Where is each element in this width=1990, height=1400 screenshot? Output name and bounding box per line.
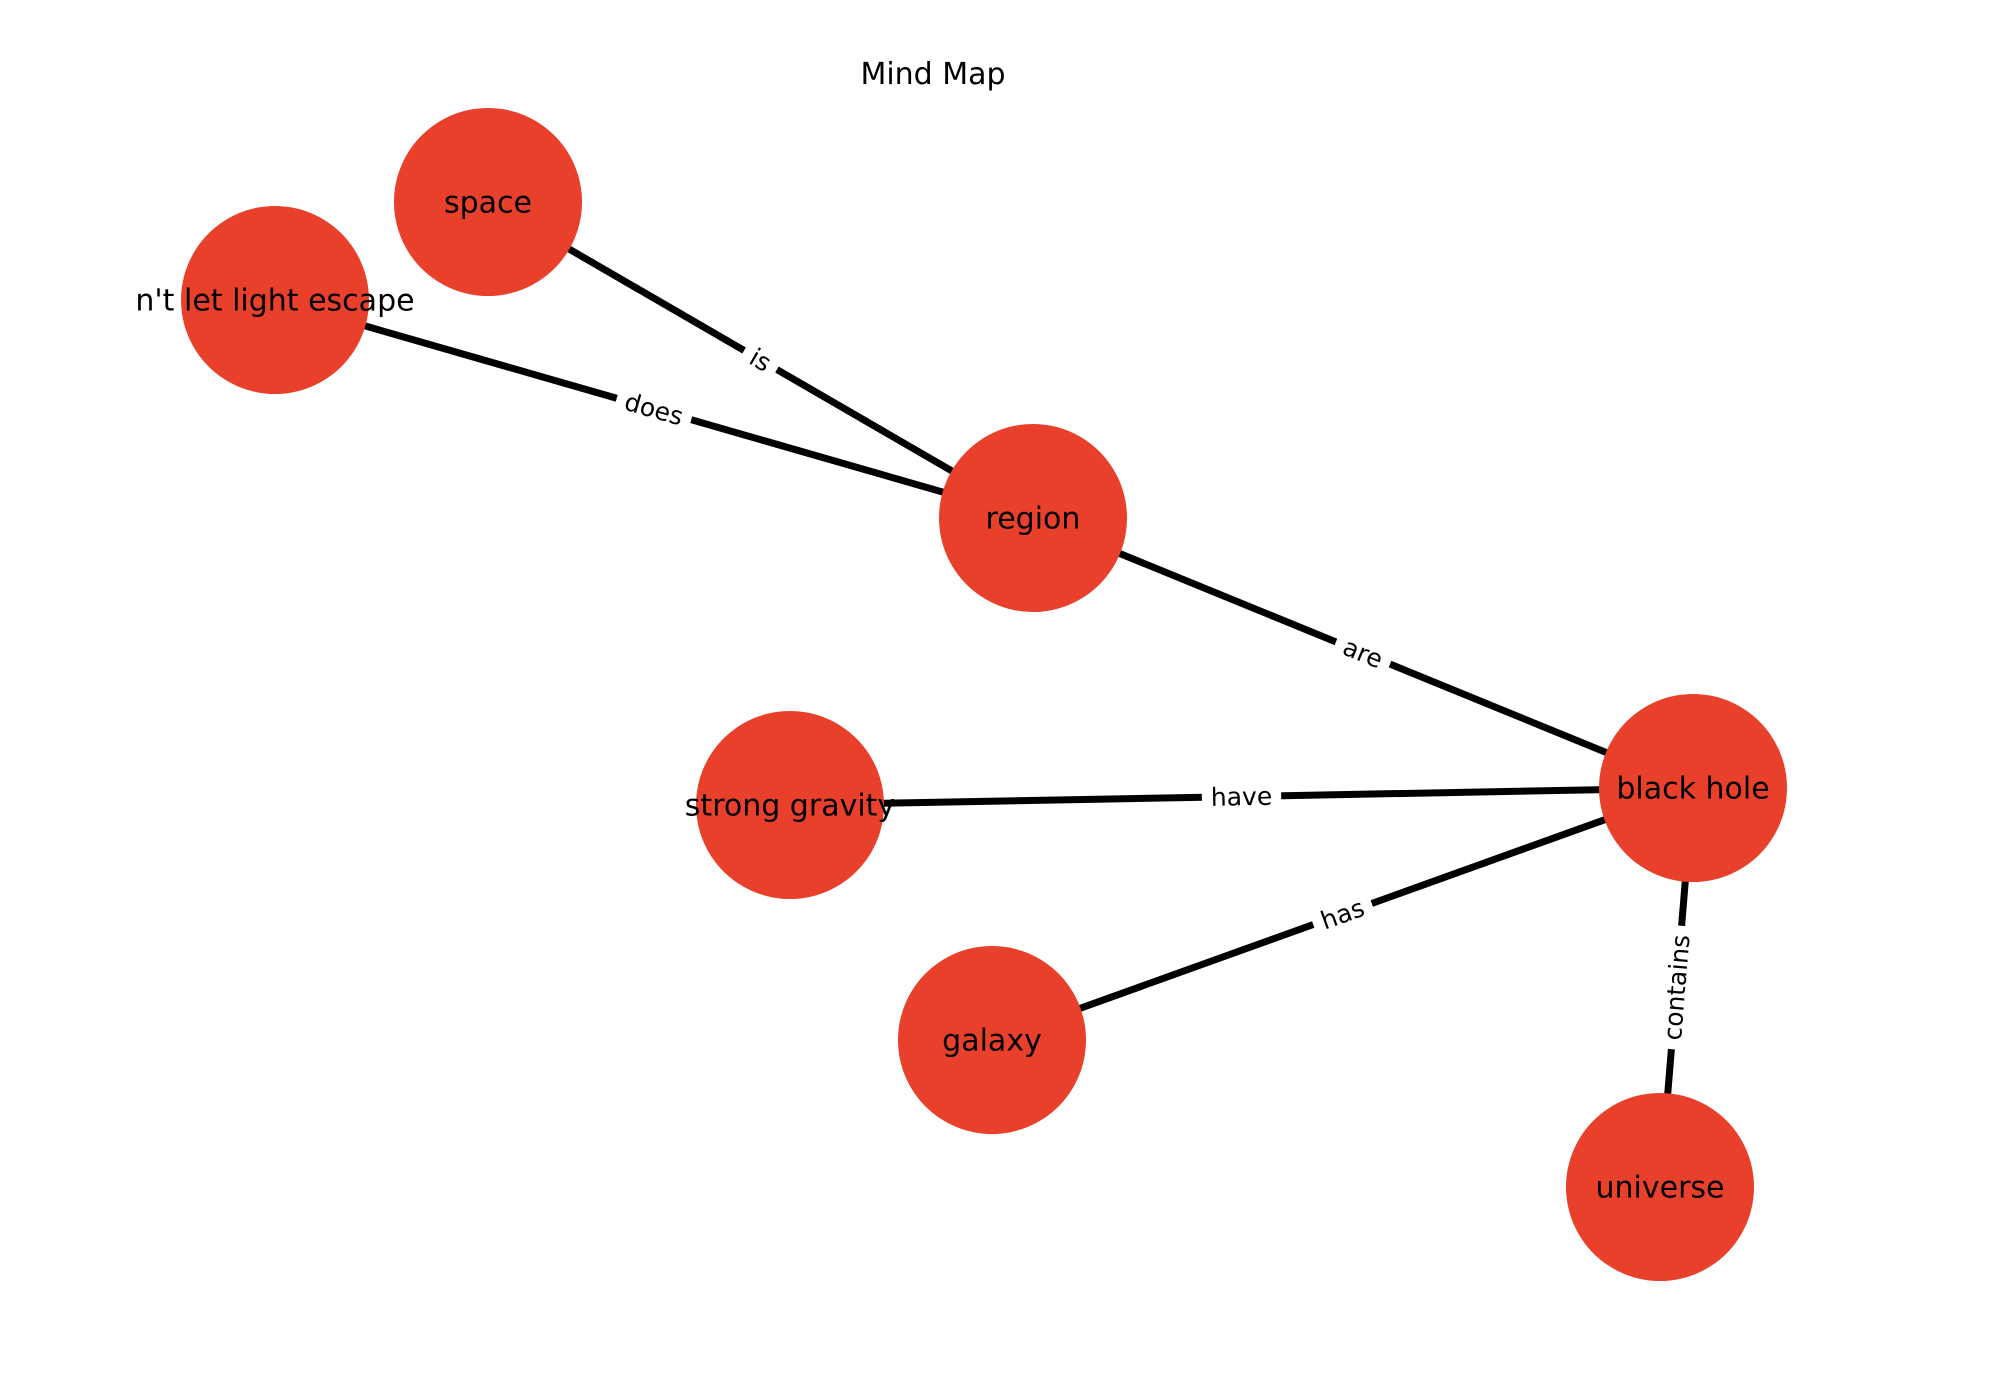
node-strong-gravity (696, 711, 884, 899)
svg-text:has: has (1317, 893, 1368, 935)
chart-title: Mind Map (860, 57, 1005, 92)
node-universe (1566, 1093, 1754, 1281)
node-label-n-t-let-light-escape: n't let light escape (135, 284, 414, 319)
edge-label-contains: contains (1652, 924, 1701, 1051)
node-label-strong-gravity: strong gravity (685, 789, 895, 824)
node-label-universe: universe (1596, 1171, 1725, 1206)
edge-label-are: are (1330, 626, 1395, 680)
edge-label-does: does (613, 381, 695, 437)
node-black-hole (1599, 694, 1787, 882)
node-label-region: region (986, 502, 1081, 537)
edge-label-have: have (1201, 776, 1282, 817)
edge-label-is: is (737, 336, 784, 384)
node-label-galaxy: galaxy (942, 1024, 1042, 1059)
edge-label-has: has (1308, 887, 1377, 941)
svg-text:have: have (1211, 782, 1273, 812)
node-galaxy (898, 946, 1086, 1134)
node-region (939, 424, 1127, 612)
node-label-space: space (444, 186, 532, 221)
node-label-black-hole: black hole (1616, 772, 1769, 807)
node-space (394, 108, 582, 296)
node-n-t-let-light-escape (181, 206, 369, 394)
